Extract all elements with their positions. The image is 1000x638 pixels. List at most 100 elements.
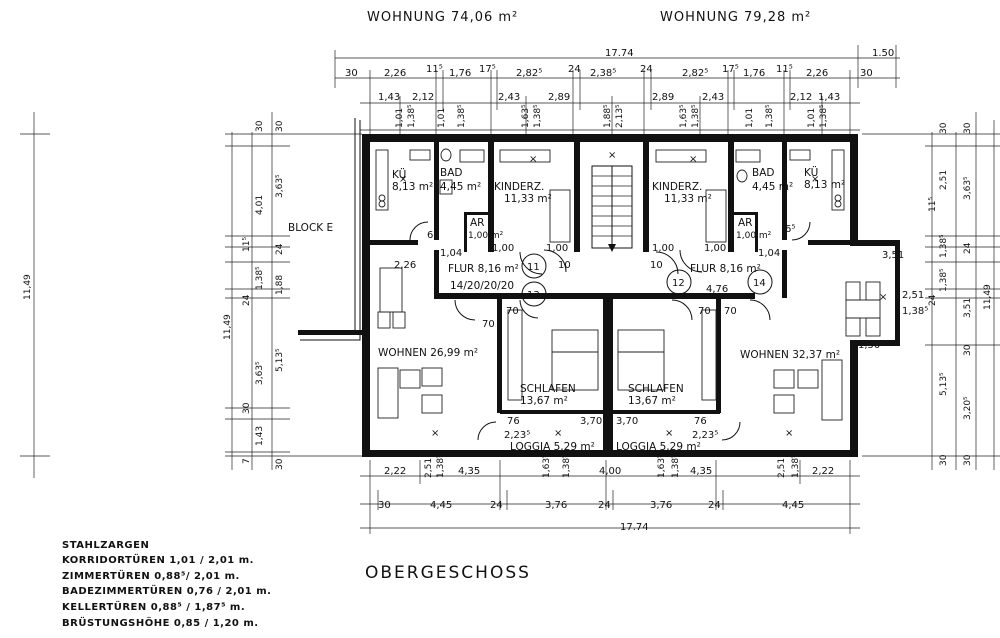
svg-text:4,01: 4,01 [255,195,265,215]
right-dimension-lines [862,112,1000,470]
svg-text:1,63⁵: 1,63⁵ [679,104,689,128]
svg-text:30: 30 [378,500,391,511]
light-marks: × × × × × × × × × × [399,150,887,439]
svg-text:1,63⁵: 1,63⁵ [657,454,667,478]
svg-text:1,76: 1,76 [449,68,471,79]
svg-text:11: 11 [527,262,540,273]
svg-text:3,76: 3,76 [650,500,672,511]
svg-text:10: 10 [558,260,571,271]
svg-text:14: 14 [753,278,766,289]
door-mark-12 [666,269,692,295]
svg-text:1,50: 1,50 [858,340,880,351]
svg-text:24: 24 [568,64,581,75]
svg-text:70: 70 [724,306,737,317]
svg-text:1,38⁵: 1,38⁵ [939,234,949,258]
svg-text:12: 12 [672,278,685,289]
svg-text:30: 30 [275,120,285,132]
svg-text:1,38⁵: 1,38⁵ [562,454,572,478]
room-flur-left: FLUR 8,16 m² [448,263,519,275]
svg-text:70: 70 [698,306,711,317]
door-mark-11 [521,253,547,279]
svg-text:2,23⁵: 2,23⁵ [504,430,530,441]
left-overall-dim: 11,49 [223,314,233,340]
svg-text:24: 24 [275,243,285,255]
svg-text:3,63⁵: 3,63⁵ [963,176,973,200]
svg-text:30: 30 [963,454,973,466]
svg-text:1,43: 1,43 [818,92,840,103]
svg-text:1,38⁵: 1,38⁵ [791,454,801,478]
room-kue-left-area: 8,13 m² [392,181,433,193]
svg-text:70: 70 [506,306,519,317]
bottom-opening-dims: 2,51 1,38⁵ 1,63⁵ 1,38⁵ 1,63⁵ 1,38⁵ 2,51 … [424,454,801,478]
svg-text:11⁵: 11⁵ [928,197,938,212]
top-row1-dims: 30 2,26 11⁵ 1,76 17⁵ 2,82⁵ 24 2,38⁵ 24 2… [345,64,873,79]
top-row2-dims: 1,43 2,12 2,43 2,89 2,89 2,43 2,12 1,43 [378,92,840,103]
svg-text:1,38⁵: 1,38⁵ [533,104,543,128]
svg-text:2,82⁵: 2,82⁵ [682,68,708,79]
bottom-dimension-lines [360,460,860,534]
svg-text:24: 24 [963,242,973,254]
svg-text:×: × [529,154,537,165]
svg-text:30: 30 [345,68,358,79]
svg-text:2,26: 2,26 [384,68,406,79]
svg-text:7: 7 [242,458,252,464]
door-marks: 11 12 13 14 [521,253,773,307]
furniture [375,148,881,421]
svg-text:ZIMMERTÜREN 0,88⁵/ 2,01 m.: ZIMMERTÜREN 0,88⁵/ 2,01 m. [62,568,240,582]
room-kue-left: KÜ [392,168,406,181]
room-ar-left-area: 1,00 m² [468,231,504,241]
svg-text:2,51: 2,51 [939,170,949,190]
room-loggia-left: LOGGIA 5,29 m² [510,441,595,453]
top-opening-dims: 1,01 1,38⁵ 1,01 1,38⁵ 1,63⁵ 1,38⁵ 1,88⁵ … [395,104,829,128]
svg-text:1,63⁵: 1,63⁵ [521,104,531,128]
entrance-lines [300,118,361,341]
svg-text:30: 30 [860,68,873,79]
room-kue-right-area: 8,13 m² [804,179,845,191]
door-mark-14 [747,269,773,295]
svg-text:2,51: 2,51 [777,458,787,478]
svg-text:3,70: 3,70 [580,416,602,427]
svg-text:2,22: 2,22 [812,466,834,477]
svg-text:×: × [785,428,793,439]
room-loggia-right: LOGGIA 5,29 m² [616,441,701,453]
room-wohnen-left: WOHNEN 26,99 m² [378,347,478,359]
svg-text:4,45: 4,45 [782,500,804,511]
svg-text:1,63⁵: 1,63⁵ [542,454,552,478]
svg-text:3,51: 3,51 [963,298,973,318]
svg-text:13: 13 [527,290,540,301]
svg-text:1,88⁵: 1,88⁵ [603,104,613,128]
room-labels: KÜ 8,13 m² BAD 4,45 m² KINDERZ. 11,33 m²… [378,166,845,453]
svg-text:×: × [399,174,407,185]
svg-text:76: 76 [694,416,707,427]
bottom-overall-dim: 17.74 [620,522,649,533]
svg-text:4,45: 4,45 [430,500,452,511]
right-segment-dims: 30 30 2,51 3,63⁵ 11⁵ 1,38⁵ 24 1,38⁵ 24 3… [928,122,973,466]
svg-text:30: 30 [939,454,949,466]
svg-text:1,01: 1,01 [395,108,405,128]
svg-text:2,43: 2,43 [702,92,724,103]
svg-text:1,38⁵: 1,38⁵ [691,104,701,128]
svg-text:×: × [431,428,439,439]
svg-text:24: 24 [598,500,611,511]
door-swings [409,221,811,441]
top-corner-dim: 1.50 [872,48,894,59]
svg-text:1,01: 1,01 [437,108,447,128]
room-kinderz-left-area: 11,33 m² [504,193,552,205]
svg-text:1,38⁵: 1,38⁵ [255,266,265,290]
floor-title: OBERGESCHOSS [365,563,531,583]
svg-text:24: 24 [640,64,653,75]
block-label: BLOCK E [288,222,333,234]
svg-text:30: 30 [963,344,973,356]
svg-text:30: 30 [242,402,252,414]
room-bad-right: BAD [752,167,774,179]
svg-text:70: 70 [482,319,495,330]
right-overall-dim: 11,49 [983,284,993,310]
svg-text:1,43: 1,43 [255,426,265,446]
door-mark-13 [521,281,547,307]
svg-text:2,51: 2,51 [902,290,924,301]
svg-text:3,70: 3,70 [616,416,638,427]
svg-text:1,04: 1,04 [758,248,780,259]
room-bad-left: BAD [440,167,462,179]
room-ar-left: AR [470,217,484,229]
svg-text:3,20⁵: 3,20⁵ [963,396,973,420]
